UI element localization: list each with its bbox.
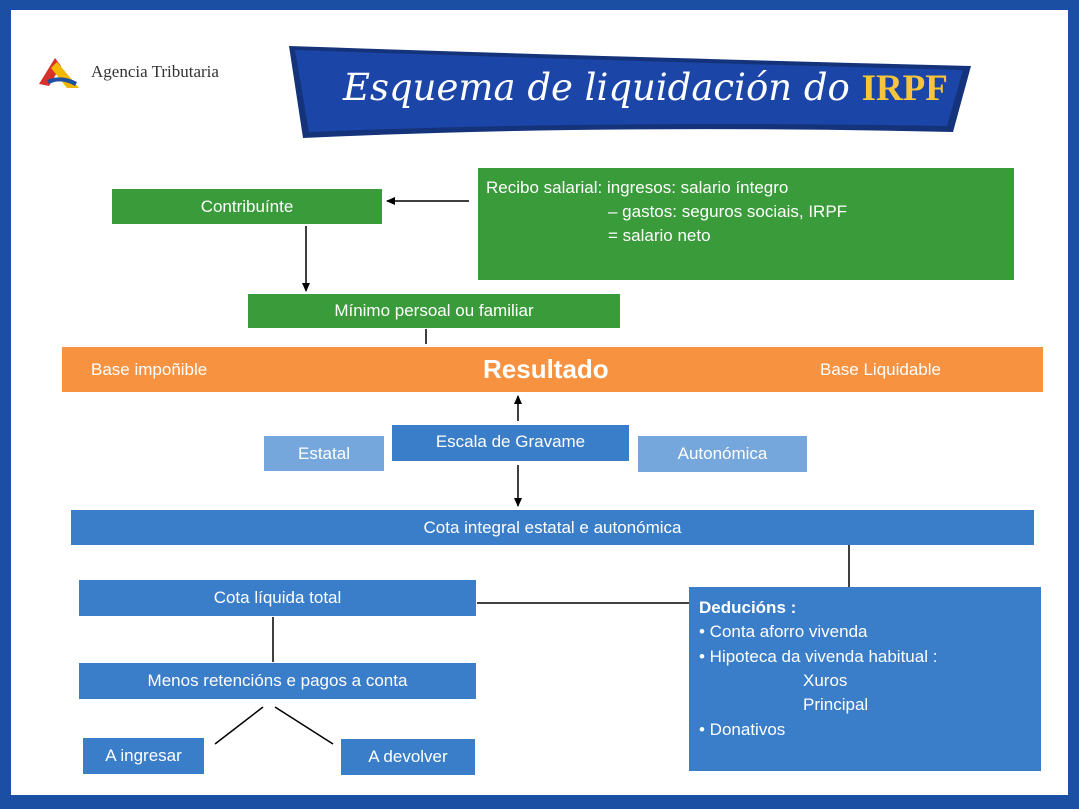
deducions-item-2: • Hipoteca da vivenda habitual : <box>699 647 938 666</box>
base-liquidable-label: Base Liquidable <box>820 360 941 379</box>
escala-gravame-box: Escala de Gravame <box>392 425 629 461</box>
deducions-item-3: • Donativos <box>699 720 786 739</box>
agencia-logo-text: Agencia Tributaria <box>91 62 219 81</box>
autonomica-box: Autonómica <box>638 436 807 472</box>
resultado-label: Resultado <box>483 354 609 384</box>
deducions-sub-1: Xuros <box>803 671 848 690</box>
recibo-line-2: – gastos: seguros sociais, IRPF <box>608 202 848 221</box>
recibo-line-1: Recibo salarial: ingresos: salario ínteg… <box>486 178 789 197</box>
deducions-box: Deducións : • Conta aforro vivenda • Hip… <box>689 587 1041 771</box>
cota-integral-bar: Cota integral estatal e autonómica <box>71 510 1034 545</box>
contribuinte-box: Contribuínte <box>112 189 382 224</box>
deducions-sub-2: Principal <box>803 695 869 714</box>
resultado-bar: Base impoñible Resultado Base Liquidable <box>62 347 1043 392</box>
banner-title: Esquema de liquidación do IRPF <box>343 66 948 110</box>
agencia-logo: Agencia Tributaria <box>37 52 247 92</box>
banner-title-main: Esquema de liquidación do <box>343 66 862 109</box>
base-imponible-label: Base impoñible <box>91 360 208 379</box>
line-menos-to-devolver <box>274 706 334 745</box>
banner-title-highlight: IRPF <box>861 68 948 109</box>
estatal-box: Estatal <box>264 436 384 471</box>
recibo-line-3: = salario neto <box>608 226 711 245</box>
minimo-box: Mínimo persoal ou familiar <box>248 294 620 328</box>
a-ingresar-box: A ingresar <box>83 738 204 774</box>
banner-shape <box>289 46 971 138</box>
agencia-logo-icon <box>39 58 79 88</box>
recibo-box: Recibo salarial: ingresos: salario ínteg… <box>478 168 1014 280</box>
deducions-title: Deducións : <box>699 598 797 617</box>
slide: Agencia Tributaria Esquema de liquidació… <box>11 10 1068 795</box>
deducions-item-1: • Conta aforro vivenda <box>699 622 868 641</box>
a-devolver-box: A devolver <box>341 739 475 775</box>
title-banner: Esquema de liquidación do IRPF <box>281 40 981 140</box>
line-menos-to-ingresar <box>214 706 264 745</box>
cota-liquida-box: Cota líquida total <box>79 580 476 616</box>
menos-retencions-box: Menos retencións e pagos a conta <box>79 663 476 699</box>
